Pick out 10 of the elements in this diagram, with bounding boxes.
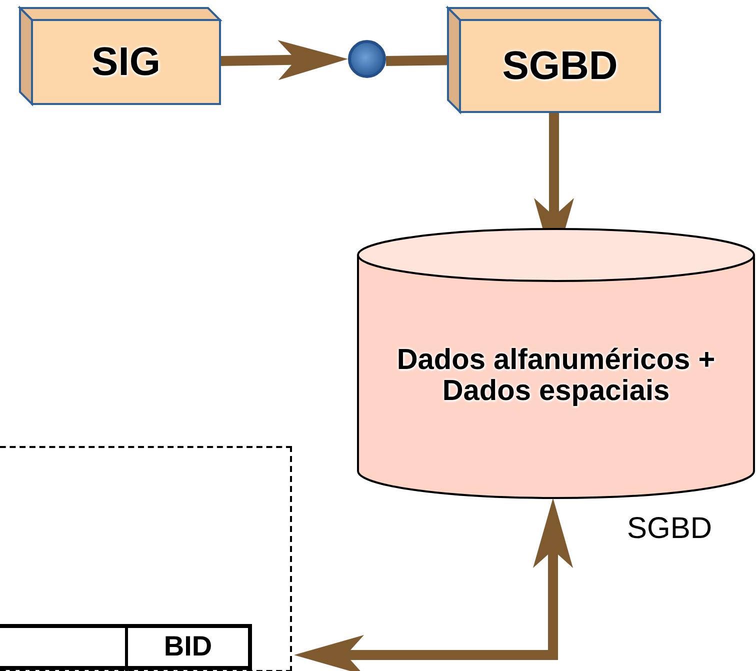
junction-dot (348, 40, 386, 78)
table-box (0, 624, 252, 670)
node-label: BID (162, 632, 214, 662)
dashed-boundary (0, 446, 292, 671)
arrow (220, 40, 348, 80)
node-label: SGBD (501, 44, 619, 88)
node-label: Dados alfanuméricos + Dados espaciais (396, 344, 716, 408)
arrow (294, 498, 573, 671)
node-caption: SGBD (627, 512, 712, 546)
node-label: SIG (90, 40, 162, 84)
